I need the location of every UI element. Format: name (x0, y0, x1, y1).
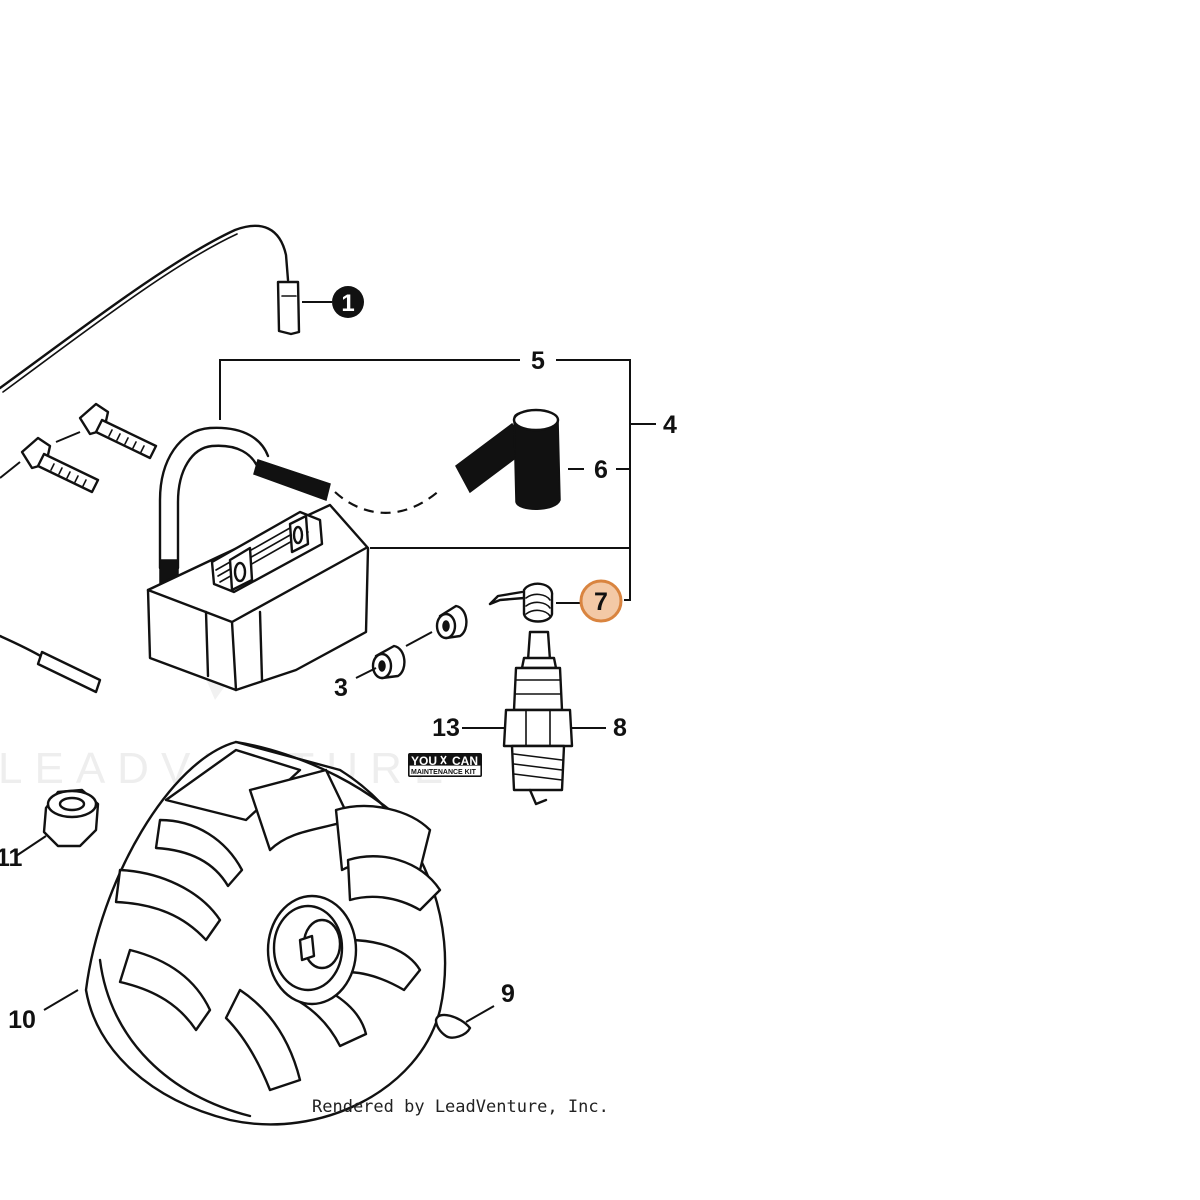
leader-3-between (405, 631, 433, 647)
callout-7-number: 7 (594, 588, 608, 616)
callout-brackets (219, 359, 656, 604)
ground-wire (0, 634, 102, 694)
callout-3[interactable]: 3 (334, 674, 348, 702)
callout-7[interactable]: 7 (579, 579, 623, 623)
leader-screw (0, 461, 21, 479)
callout-8[interactable]: 8 (613, 714, 627, 742)
callout-9[interactable]: 9 (501, 980, 515, 1008)
part-6-spark-plug-cap[interactable] (455, 408, 561, 510)
badge-can: CAN (452, 754, 478, 768)
you-can-maintenance-kit-badge: YOU CAN MAINTENANCE KIT (408, 753, 482, 777)
screw-upper (78, 402, 158, 460)
part-9-woodruff-key[interactable] (434, 1013, 472, 1039)
callout-6[interactable]: 6 (594, 456, 608, 484)
part-8-spark-plug[interactable] (502, 630, 574, 806)
callout-13[interactable]: 13 (432, 714, 460, 742)
part-1-wire-connector[interactable] (0, 224, 301, 393)
leader-screw-2 (55, 431, 81, 443)
callout-11[interactable]: 11 (0, 844, 23, 872)
badge-you: YOU (411, 754, 437, 768)
callout-4[interactable]: 4 (663, 411, 677, 439)
ht-lead-dashed (334, 489, 441, 514)
part-7-spring[interactable] (488, 582, 554, 623)
callout-5[interactable]: 5 (531, 347, 545, 375)
callout-1[interactable]: 1 (332, 286, 364, 318)
leader-lines (15, 301, 606, 1023)
footer-credit: Rendered by LeadVenture, Inc. (312, 1097, 609, 1117)
screw-lower (20, 436, 100, 494)
wrench-icon (440, 755, 447, 765)
part-11-flywheel-nut[interactable] (42, 788, 100, 848)
callout-1-number: 1 (341, 290, 354, 317)
badge-maintenance-kit: MAINTENANCE KIT (411, 769, 477, 776)
part-3-spacers[interactable] (371, 604, 468, 680)
callout-10[interactable]: 10 (8, 1006, 36, 1034)
part-5-ignition-coil[interactable] (146, 426, 370, 692)
part-10-flywheel[interactable] (84, 740, 447, 1126)
